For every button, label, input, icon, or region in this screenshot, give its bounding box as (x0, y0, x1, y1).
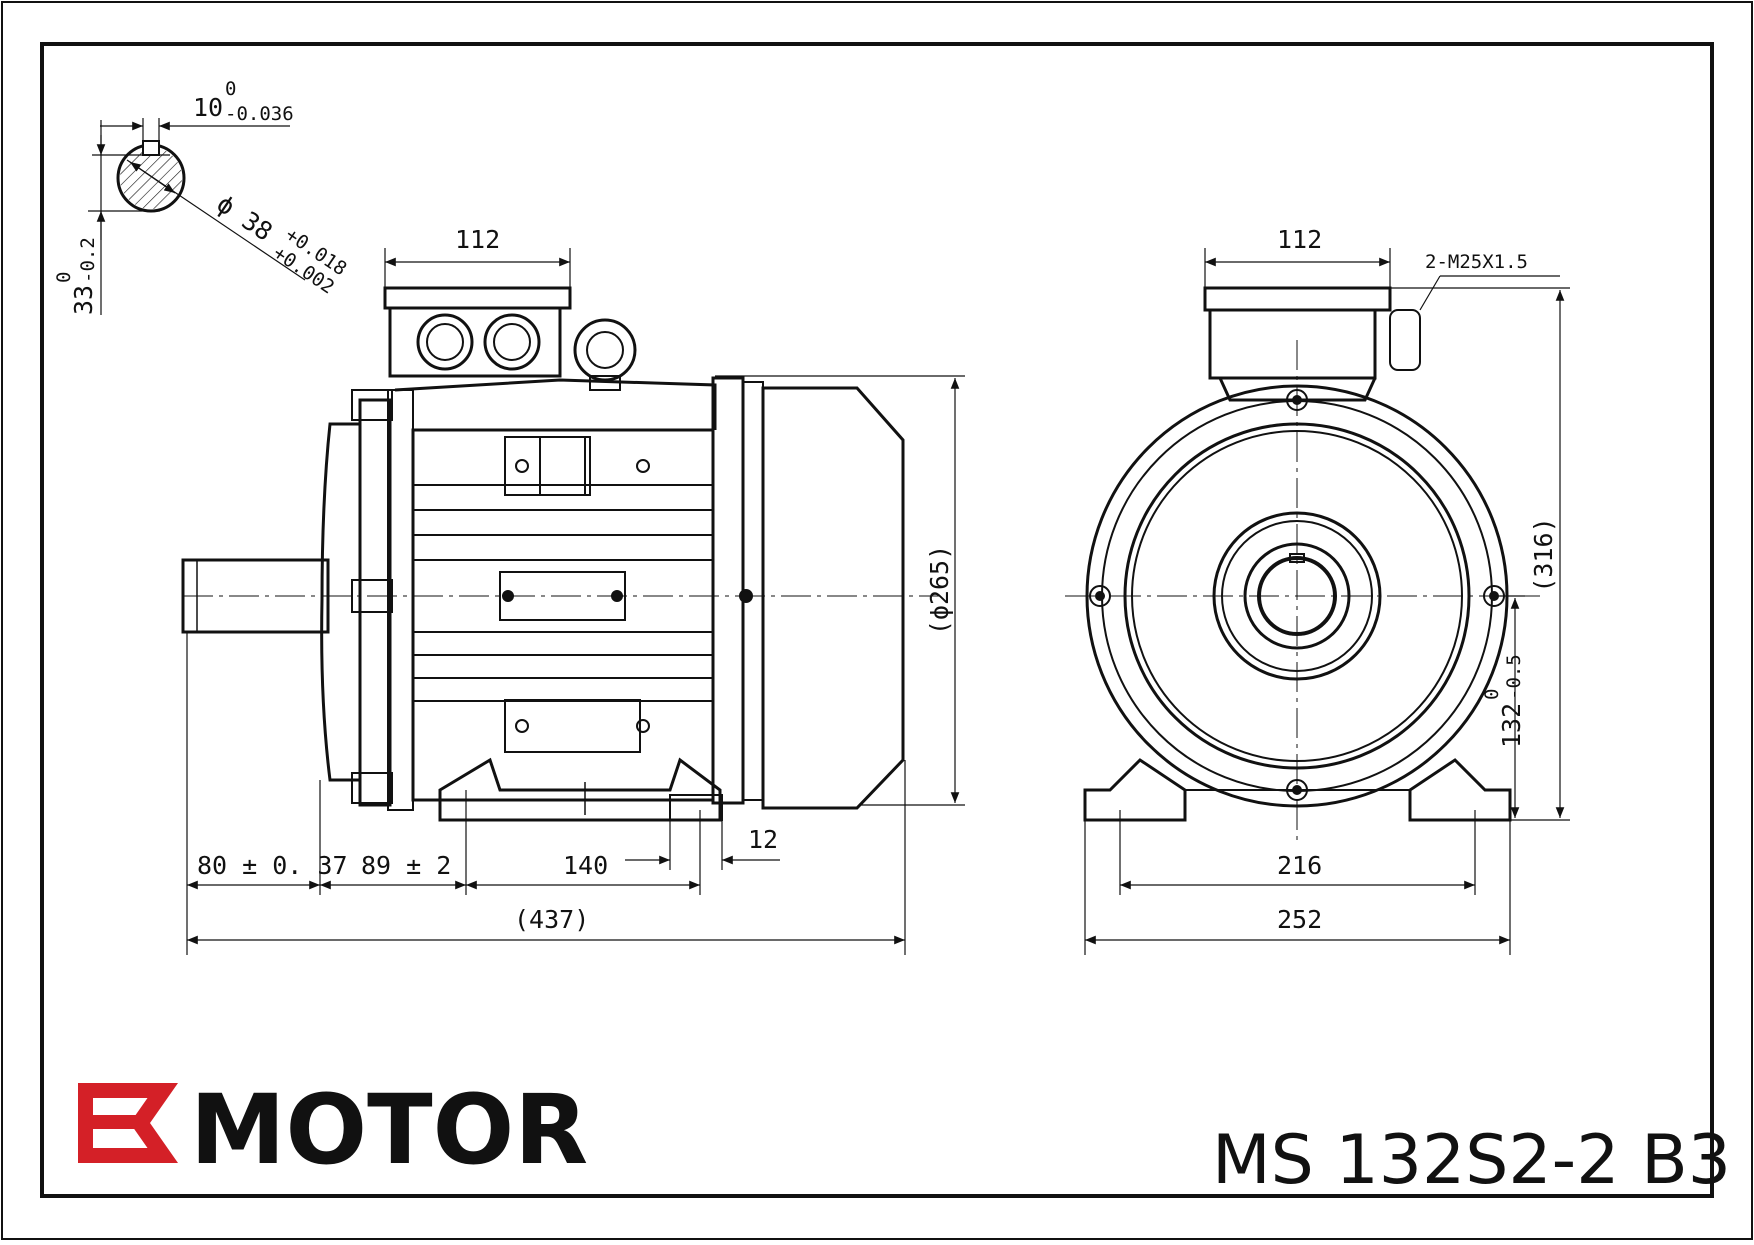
side-view-dimensions (186, 248, 965, 955)
inner-frame (40, 42, 1714, 1198)
side-terminal-width-label: 112 (455, 225, 500, 254)
shaft-length-label: 80 ± 0. 37 (197, 851, 348, 880)
centre-height-lower: -0.5 (1503, 654, 1525, 700)
shaft-to-foot-label: 89 ± 2 (361, 851, 451, 880)
key-width-upper: 0 (225, 78, 236, 100)
front-view-dimensions (1084, 248, 1570, 955)
foot-spacing-label: 140 (563, 851, 608, 880)
front-terminal-width-label: 112 (1277, 225, 1322, 254)
ek-logo-icon (78, 1083, 178, 1163)
key-width-label: 10 (193, 93, 223, 122)
key-depth-label: 33 (69, 285, 98, 315)
overall-length-label: (437) (514, 905, 589, 934)
foot-width-label: 12 (748, 825, 778, 854)
motor-front-view (1065, 286, 1540, 840)
motor-side-view (181, 286, 940, 822)
model-label: MS 132S2-2 B3 (1212, 1121, 1731, 1200)
keyway-detail (88, 118, 306, 315)
key-width-lower: -0.036 (225, 103, 294, 125)
foot-width-total-label: 252 (1277, 905, 1322, 934)
flange-dia-label: (ϕ265) (925, 545, 954, 635)
cable-gland-label: 2-M25X1.5 (1425, 251, 1528, 273)
brand-name: MOTOR (190, 1074, 588, 1186)
shaft-dia-label: ϕ 38 (212, 189, 278, 247)
centre-height-label: 132 (1497, 703, 1526, 748)
overall-height-label: (316) (1529, 517, 1558, 592)
key-depth-upper: 0 (53, 272, 75, 283)
key-depth-lower: -0.2 (77, 237, 99, 283)
foot-hole-spacing-label: 216 (1277, 851, 1322, 880)
centre-height-upper: 0 (1481, 689, 1503, 700)
